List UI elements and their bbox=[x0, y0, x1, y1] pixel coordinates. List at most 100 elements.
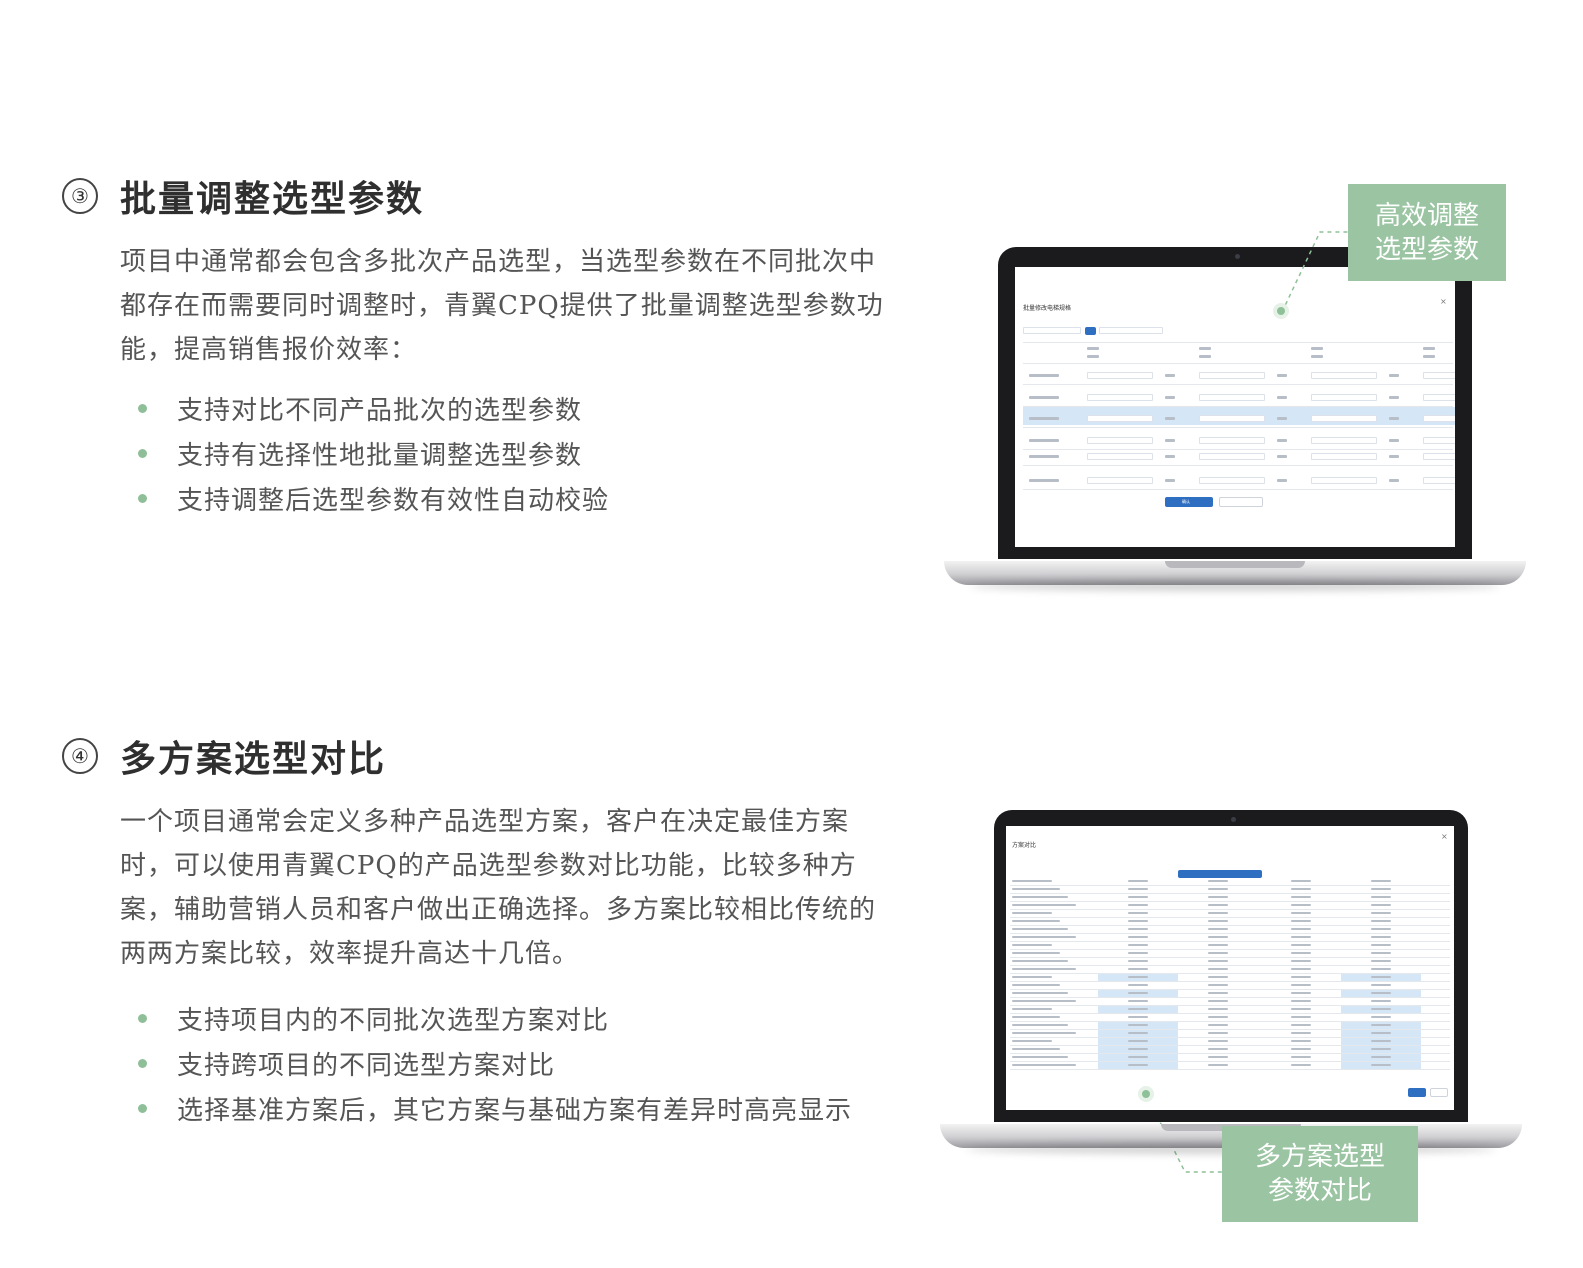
cell-text bbox=[1277, 374, 1287, 377]
filter-input[interactable] bbox=[1023, 327, 1081, 334]
section3-title: ③ 批量调整选型参数 bbox=[62, 170, 424, 222]
row-label bbox=[1012, 1008, 1052, 1010]
param-select bbox=[1199, 394, 1265, 401]
close-icon[interactable]: × bbox=[1441, 832, 1448, 841]
cell-text bbox=[1208, 1000, 1228, 1002]
cell-text bbox=[1208, 976, 1228, 978]
laptop-base bbox=[944, 561, 1526, 585]
header-text bbox=[1087, 355, 1099, 358]
cell-text bbox=[1165, 396, 1175, 399]
cell-text bbox=[1208, 1056, 1228, 1058]
row-divider bbox=[1010, 933, 1450, 934]
cell-text bbox=[1371, 936, 1391, 938]
cell-text bbox=[1208, 928, 1228, 930]
cell-text bbox=[1389, 455, 1399, 458]
param-select bbox=[1087, 477, 1153, 484]
section4-heading: 多方案选型对比 bbox=[120, 738, 387, 780]
row-divider bbox=[1010, 1061, 1450, 1062]
header-text bbox=[1423, 347, 1435, 350]
dialog-title: 方案对比 bbox=[1012, 842, 1037, 849]
cell-text bbox=[1128, 888, 1148, 890]
cell-text bbox=[1208, 960, 1228, 962]
divider bbox=[1023, 363, 1453, 364]
callout-efficient-adjust: 高效调整 选型参数 bbox=[1348, 184, 1506, 281]
cell-text bbox=[1291, 928, 1311, 930]
cell-text bbox=[1371, 1016, 1391, 1018]
header-text bbox=[1199, 355, 1211, 358]
cell-text bbox=[1208, 1040, 1228, 1042]
row-divider bbox=[1010, 1045, 1450, 1046]
section3-paragraph: 项目中通常都会包含多批次产品选型，当选型参数在不同批次中都存在而需要同时调整时，… bbox=[120, 247, 884, 365]
cell-text bbox=[1208, 896, 1228, 898]
row-label bbox=[1012, 880, 1052, 882]
laptop-mockup-compare: 方案对比 × bbox=[936, 808, 1526, 1158]
cell-text bbox=[1371, 920, 1391, 922]
row-divider bbox=[1010, 1029, 1450, 1030]
cell-text bbox=[1291, 984, 1311, 986]
cell-text bbox=[1128, 1000, 1148, 1002]
bullet-icon bbox=[138, 449, 147, 458]
param-select bbox=[1423, 437, 1455, 444]
row-label bbox=[1012, 944, 1052, 946]
row-label bbox=[1012, 968, 1076, 970]
laptop-screen: 方案对比 × bbox=[1006, 826, 1454, 1110]
cell-text bbox=[1291, 976, 1311, 978]
row-label bbox=[1029, 396, 1059, 399]
cell-text bbox=[1291, 1008, 1311, 1010]
row-label bbox=[1012, 952, 1060, 954]
cell-text bbox=[1128, 896, 1148, 898]
cell-text bbox=[1208, 1048, 1228, 1050]
row-divider bbox=[1010, 997, 1450, 998]
cell-text bbox=[1291, 1024, 1311, 1026]
cell-text bbox=[1128, 960, 1148, 962]
cell-text bbox=[1128, 904, 1148, 906]
confirm-button[interactable]: 确认 bbox=[1165, 497, 1213, 507]
row-divider bbox=[1010, 1069, 1450, 1070]
param-select bbox=[1311, 372, 1377, 379]
row-divider bbox=[1010, 917, 1450, 918]
cell-text bbox=[1208, 888, 1228, 890]
selected-column-header bbox=[1178, 870, 1262, 878]
bullet-icon bbox=[138, 1014, 147, 1023]
param-select bbox=[1311, 453, 1377, 460]
cell-text bbox=[1389, 374, 1399, 377]
row-label bbox=[1012, 960, 1068, 962]
header-text bbox=[1311, 347, 1323, 350]
cell-text bbox=[1291, 1032, 1311, 1034]
cell-text bbox=[1277, 439, 1287, 442]
row-divider bbox=[1023, 465, 1453, 466]
pin-icon bbox=[1138, 1086, 1154, 1102]
laptop-shadow bbox=[970, 581, 1500, 591]
param-select bbox=[1423, 372, 1455, 379]
param-select bbox=[1087, 394, 1153, 401]
bullet-icon bbox=[138, 404, 147, 413]
section4-paragraph: 一个项目通常会定义多种产品选型方案，客户在决定最佳方案时，可以使用青翼CPQ的产… bbox=[120, 807, 877, 969]
param-select bbox=[1423, 477, 1455, 484]
bullet-icon bbox=[138, 494, 147, 503]
camera-icon bbox=[1235, 254, 1240, 259]
filter-select[interactable] bbox=[1099, 327, 1163, 334]
cell-text bbox=[1291, 1056, 1311, 1058]
row-label bbox=[1012, 888, 1060, 890]
header-text bbox=[1423, 355, 1435, 358]
cell-text bbox=[1208, 952, 1228, 954]
confirm-button[interactable] bbox=[1408, 1088, 1426, 1097]
row-divider bbox=[1010, 893, 1450, 894]
cancel-button[interactable] bbox=[1219, 497, 1263, 507]
row-divider bbox=[1010, 885, 1450, 886]
cell-text bbox=[1371, 976, 1391, 978]
cell-text bbox=[1371, 1048, 1391, 1050]
cell-text bbox=[1128, 976, 1148, 978]
param-select bbox=[1087, 415, 1153, 422]
cell-text bbox=[1208, 1008, 1228, 1010]
param-select bbox=[1087, 372, 1153, 379]
search-button[interactable] bbox=[1085, 327, 1096, 335]
row-divider bbox=[1023, 489, 1453, 490]
cell-text bbox=[1128, 1016, 1148, 1018]
param-select bbox=[1423, 415, 1455, 422]
close-icon[interactable]: × bbox=[1440, 297, 1447, 306]
cancel-button[interactable] bbox=[1430, 1088, 1448, 1097]
cell-text bbox=[1165, 417, 1175, 420]
laptop-screen: 批量修改电梯规格 × 确认 bbox=[1015, 267, 1455, 547]
